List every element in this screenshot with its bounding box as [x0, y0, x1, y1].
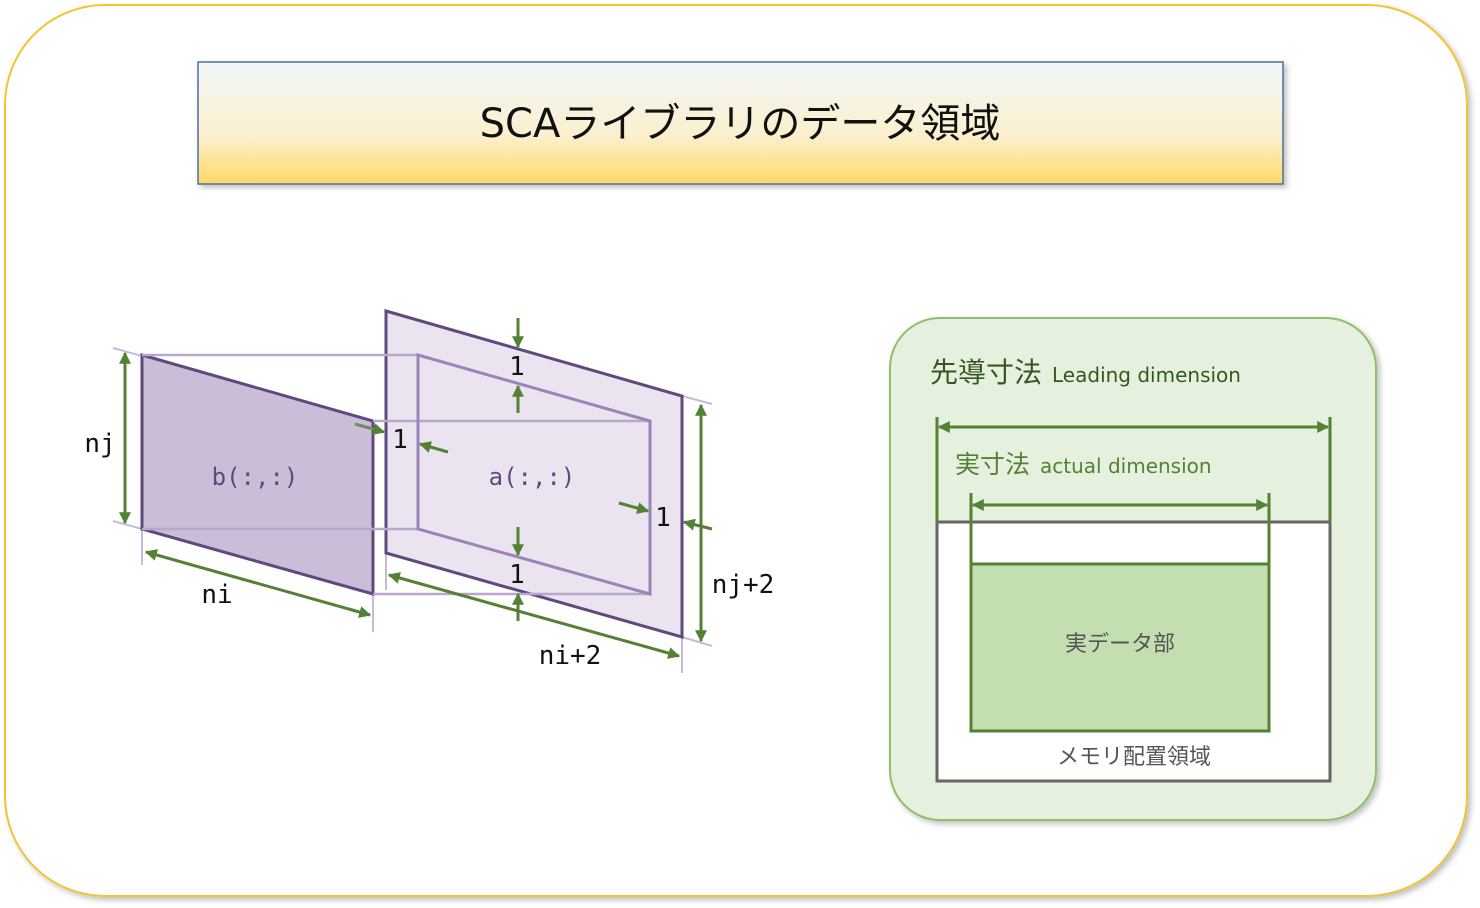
leading-dimension-en: Leading dimension	[1052, 363, 1241, 387]
leading-dimension-jp: 先導寸法	[930, 356, 1042, 389]
ni-plus-2-label: ni+2	[539, 641, 602, 671]
title-box	[197, 61, 1284, 185]
data-part-label: 実データ部	[1065, 632, 1175, 657]
ni-label: ni	[201, 580, 232, 610]
nj-plus-2-label: nj+2	[712, 570, 775, 600]
data-part-box	[969, 562, 1271, 733]
halo-bottom-label: 1	[509, 560, 525, 590]
leading-dimension-panel: 先導寸法 Leading dimension 実寸法 actual dimensio…	[889, 317, 1377, 821]
array-diagram: nj ni nj+2 ni+2 1 1 1 1 b(:,:) a(:,:)	[84, 309, 775, 673]
halo-right-label: 1	[655, 503, 671, 533]
nj-label: nj	[84, 429, 115, 459]
halo-left-label: 1	[392, 425, 408, 455]
actual-dimension-jp: 実寸法	[955, 450, 1030, 479]
array-b-label: b(:,:)	[212, 463, 299, 491]
halo-top-label: 1	[509, 352, 525, 382]
array-a-label: a(:,:)	[489, 463, 576, 491]
array-a-outer	[384, 309, 684, 639]
guide-lines	[112, 347, 713, 673]
actual-dimension-en: actual dimension	[1040, 454, 1212, 478]
page-title: SCAライブラリのデータ領域	[480, 101, 1001, 147]
dimension-arrows	[119, 318, 713, 659]
memory-area-label: メモリ配置領域	[1057, 745, 1211, 770]
halo-left-arrow	[354, 422, 386, 435]
